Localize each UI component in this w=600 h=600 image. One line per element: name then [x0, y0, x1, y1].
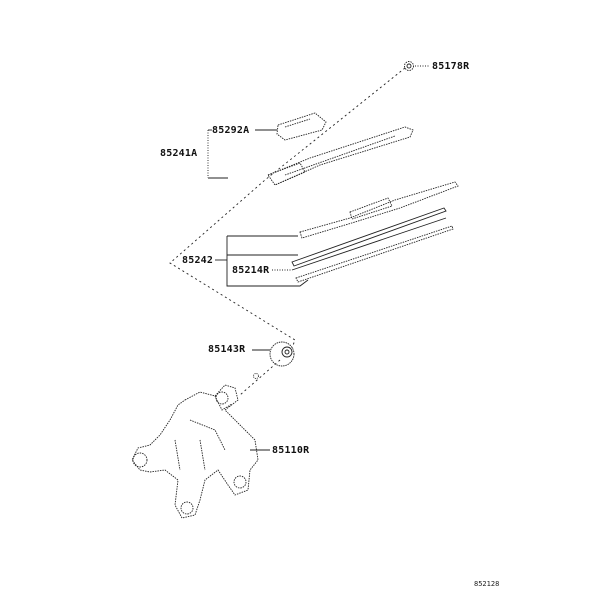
part-label-85214R: 85214R [232, 265, 270, 276]
wiper-blade-icon [299, 181, 459, 239]
wiper-rubber-icon [291, 207, 454, 283]
part-label-85241A: 85241A [160, 148, 198, 159]
pivot-cap-icon [269, 341, 295, 367]
part-label-85110R: 85110R [272, 445, 310, 456]
wiper-arm-icon [267, 126, 414, 186]
part-label-85178R: 85178R [432, 61, 470, 72]
wiper-arm-cover-icon [276, 112, 327, 141]
part-label-85242: 85242 [182, 255, 214, 266]
assembly-guide-line [169, 67, 406, 349]
part-label-85143R: 85143R [208, 344, 246, 355]
wiper-motor-icon [131, 384, 259, 519]
figure-code: 852128 [474, 580, 500, 588]
assembly-guide-line-lower [239, 359, 281, 396]
nut-icon [404, 61, 414, 71]
part-label-85292A: 85292A [212, 125, 250, 136]
